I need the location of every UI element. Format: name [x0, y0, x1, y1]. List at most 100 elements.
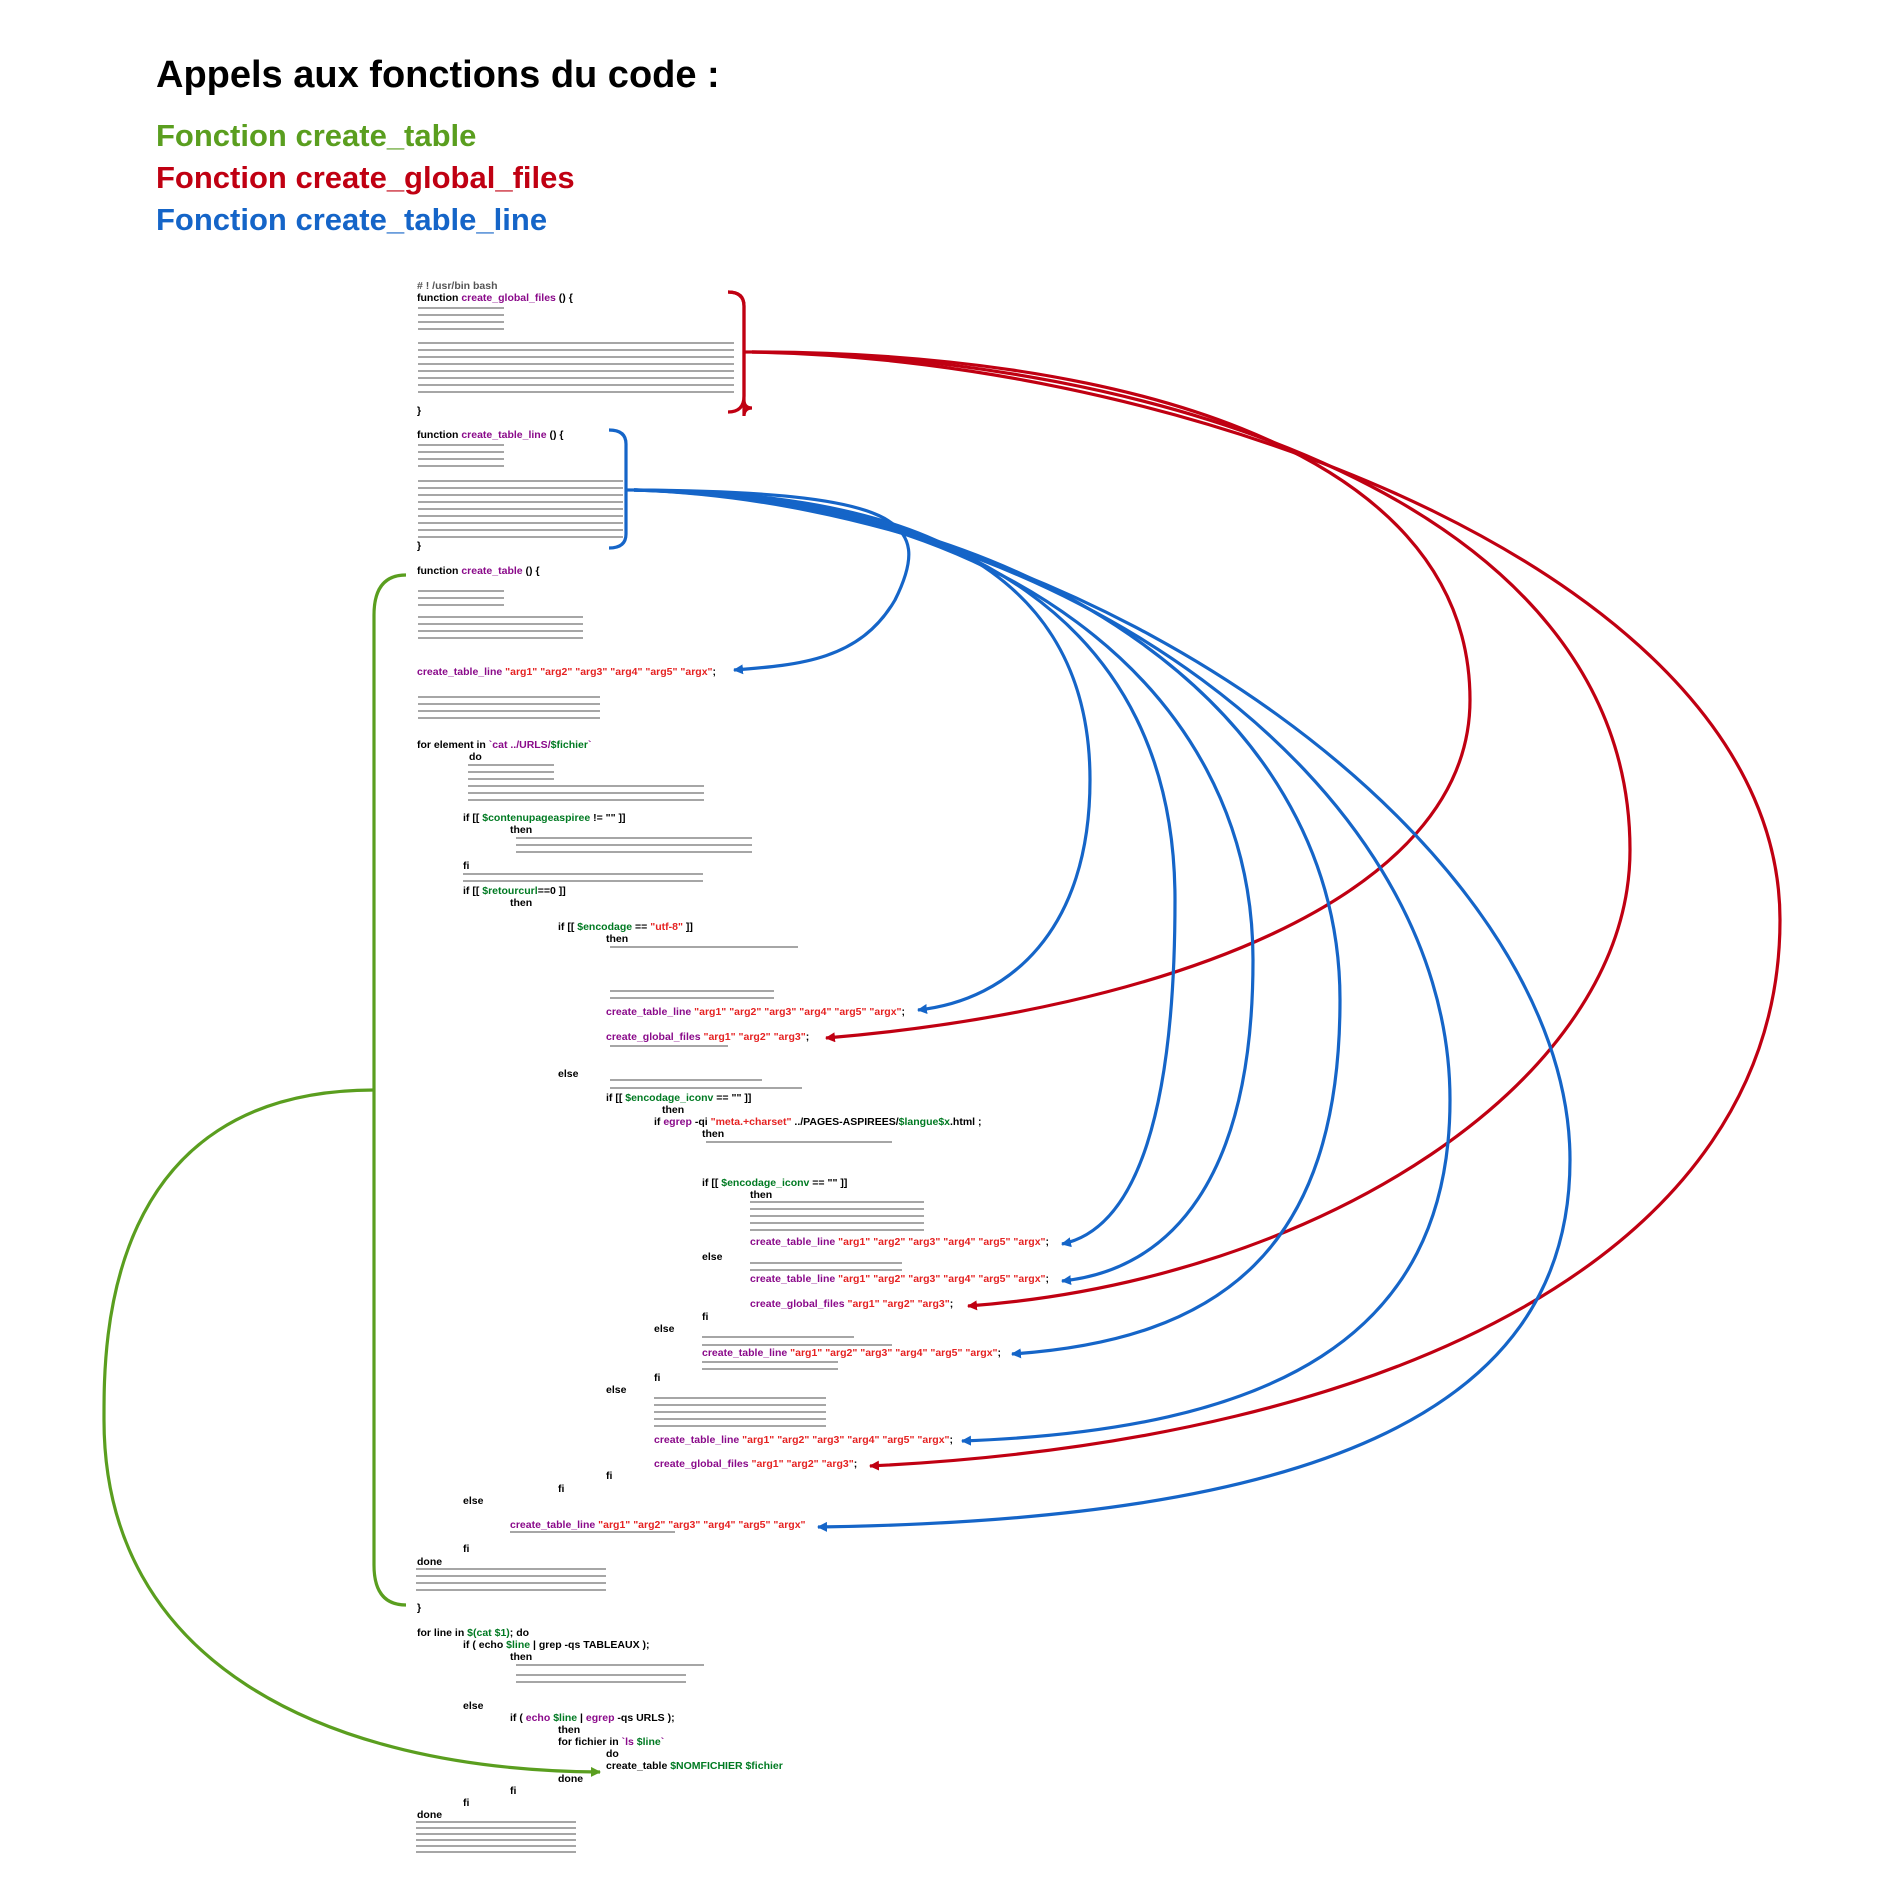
code-line: for line in $(cat $1); do — [417, 1627, 529, 1639]
code-placeholder-line — [463, 880, 703, 882]
code-token: "arg1" "arg2" "arg3" — [844, 1298, 950, 1310]
code-token: then — [662, 1104, 685, 1116]
code-line: create_table_line "arg1" "arg2" "arg3" "… — [750, 1273, 1049, 1285]
code-token: if [[ — [558, 921, 578, 933]
code-token: ==0 ]] — [537, 885, 566, 897]
code-line: create_table_line "arg1" "arg2" "arg3" "… — [510, 1519, 806, 1531]
code-line: if egrep -qi "meta.+charset" ../PAGES-AS… — [654, 1116, 982, 1128]
code-placeholder-line — [418, 391, 734, 393]
code-token: $NOMFICHIER $fichier — [670, 1760, 783, 1772]
code-placeholder-line — [418, 597, 504, 599]
code-placeholder-line — [750, 1262, 902, 1264]
code-line: else — [463, 1700, 483, 1712]
code-token: ; — [1045, 1273, 1050, 1285]
code-token: fi — [702, 1311, 709, 1323]
code-placeholder-line — [418, 444, 504, 446]
code-line: function create_global_files () { — [417, 292, 573, 304]
code-token: "arg1" "arg2" "arg3" "arg4" "arg5" "argx… — [739, 1434, 950, 1446]
code-token: create_table_line — [750, 1236, 836, 1248]
code-placeholder-line — [418, 370, 734, 372]
code-token: else — [606, 1384, 627, 1396]
code-placeholder-line — [418, 458, 504, 460]
code-line: fi — [463, 860, 469, 872]
code-placeholder-line — [418, 314, 504, 316]
code-placeholder-line — [468, 792, 704, 794]
code-placeholder-line — [418, 356, 734, 358]
code-placeholder-line — [750, 1229, 924, 1231]
code-placeholder-line — [416, 1575, 606, 1577]
code-token: ; — [805, 1031, 810, 1043]
code-token: `ls — [621, 1736, 637, 1748]
code-placeholder-line — [418, 616, 583, 618]
code-placeholder-line — [418, 522, 623, 524]
code-placeholder-line — [418, 487, 623, 489]
code-token: create_table — [606, 1760, 671, 1772]
code-placeholder-line — [654, 1425, 826, 1427]
code-line: create_table_line "arg1" "arg2" "arg3" "… — [417, 666, 716, 678]
code-placeholder-line — [750, 1269, 902, 1271]
code-token: do — [606, 1748, 619, 1760]
code-line: } — [417, 540, 421, 552]
code-placeholder-line — [516, 1674, 686, 1676]
code-placeholder-line — [654, 1411, 826, 1413]
code-token: } — [417, 405, 422, 417]
code-token: () { — [546, 429, 564, 441]
code-placeholder-line — [416, 1833, 576, 1835]
code-placeholder-line — [702, 1368, 838, 1370]
code-token: fi — [463, 1797, 470, 1809]
code-token: function — [417, 429, 462, 441]
green-call-arrow — [102, 1088, 601, 1777]
red-call-arrow — [751, 350, 1782, 1471]
code-token: } — [417, 1602, 422, 1614]
code-placeholder-line — [610, 990, 774, 992]
code-token: else — [558, 1068, 579, 1080]
code-line: create_table $NOMFICHIER $fichier — [606, 1760, 783, 1772]
code-token: function — [417, 565, 462, 577]
code-token: then — [510, 897, 533, 909]
code-token: $retourcurl — [482, 885, 538, 897]
code-placeholder-line — [610, 1087, 802, 1089]
code-line: done — [417, 1556, 442, 1568]
code-token: ; — [949, 1434, 954, 1446]
blue-call-arrow — [633, 488, 1572, 1532]
code-placeholder-line — [468, 764, 554, 766]
code-line: then — [662, 1104, 684, 1116]
code-placeholder-line — [702, 1361, 838, 1363]
code-token: function — [417, 292, 462, 304]
code-token: ` — [587, 739, 592, 751]
code-placeholder-line — [418, 536, 623, 538]
code-line: fi — [654, 1372, 660, 1384]
blue-call-arrow — [633, 488, 1342, 1359]
code-line: then — [510, 897, 532, 909]
code-token: if [[ — [606, 1092, 626, 1104]
code-placeholder-line — [610, 946, 798, 948]
code-token: ` — [660, 1736, 665, 1748]
code-token: "arg1" "arg2" "arg3" "arg4" "arg5" "argx… — [835, 1273, 1046, 1285]
code-token: `cat ../URLS/ — [488, 739, 551, 751]
code-token: ../PAGES-ASPIREES/ — [791, 1116, 899, 1128]
code-token: $encodage_iconv — [721, 1177, 810, 1189]
code-token: do — [469, 751, 482, 763]
code-placeholder-line — [416, 1589, 606, 1591]
code-token: "arg1" "arg2" "arg3" — [748, 1458, 854, 1470]
code-placeholder-line — [418, 465, 504, 467]
code-placeholder-line — [750, 1208, 924, 1210]
code-token: ; — [997, 1347, 1002, 1359]
code-placeholder-line — [418, 349, 734, 351]
code-line: if [[ $contenupageaspiree != "" ]] — [463, 812, 626, 824]
code-line: else — [654, 1323, 674, 1335]
code-placeholder-line — [416, 1582, 606, 1584]
code-token: create_table_line — [606, 1006, 692, 1018]
code-token: ; — [853, 1458, 858, 1470]
code-placeholder-line — [418, 480, 623, 482]
code-token: ]] — [682, 921, 693, 933]
code-token: create_table_line — [750, 1273, 836, 1285]
code-line: else — [702, 1251, 722, 1263]
code-token: $langue$x — [898, 1116, 951, 1128]
blue-call-arrow — [633, 488, 1092, 1014]
legend-create-table: Fonction create_table — [156, 118, 477, 153]
code-token: | grep -qs TABLEAUX ); — [530, 1639, 650, 1651]
code-placeholder-line — [654, 1418, 826, 1420]
code-token: -qi — [691, 1116, 711, 1128]
code-token: "arg1" "arg2" "arg3" "arg4" "arg5" "argx… — [787, 1347, 998, 1359]
